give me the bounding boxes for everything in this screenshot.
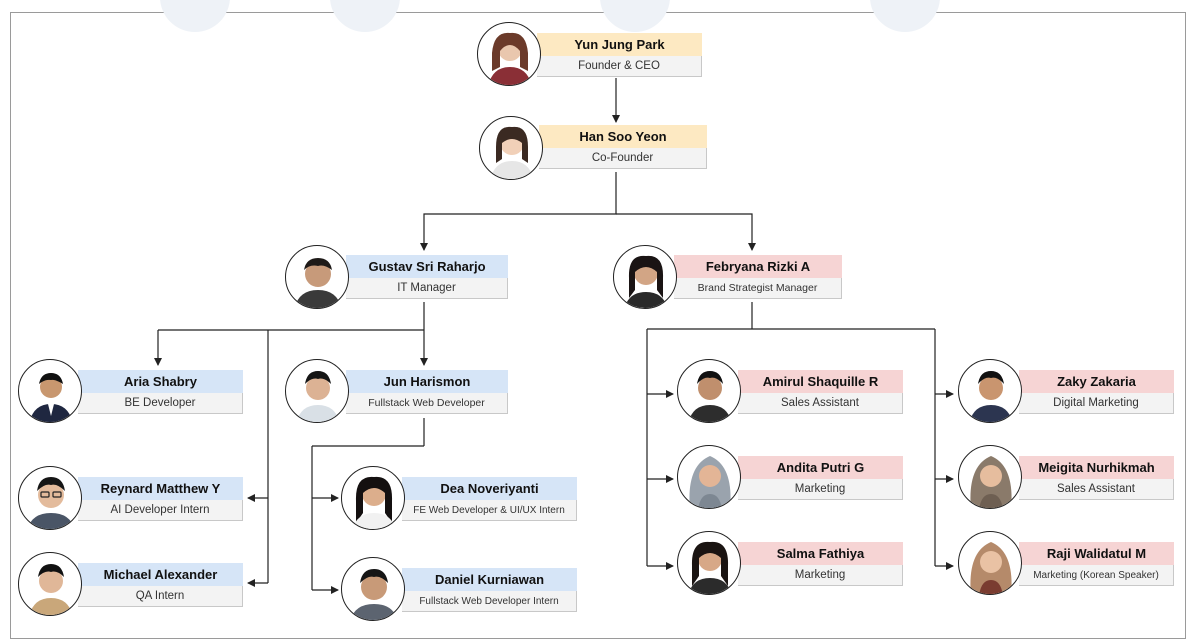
avatar-photo xyxy=(477,22,541,86)
avatar-photo xyxy=(285,245,349,309)
node-name: Dea Noveriyanti xyxy=(402,477,577,500)
node-name: Reynard Matthew Y xyxy=(78,477,243,500)
avatar-photo xyxy=(18,552,82,616)
avatar-photo xyxy=(613,245,677,309)
avatar-photo xyxy=(958,359,1022,423)
node-role: Brand Strategist Manager xyxy=(674,278,842,299)
node-role: BE Developer xyxy=(78,393,243,414)
node-name: Salma Fathiya xyxy=(738,542,903,565)
node-name: Zaky Zakaria xyxy=(1019,370,1174,393)
node-role: Marketing xyxy=(738,479,903,500)
node-name: Yun Jung Park xyxy=(537,33,702,56)
node-role: Marketing xyxy=(738,565,903,586)
avatar-photo xyxy=(677,445,741,509)
node-role: Marketing (Korean Speaker) xyxy=(1019,565,1174,586)
avatar-photo xyxy=(18,466,82,530)
node-name: Daniel Kurniawan xyxy=(402,568,577,591)
avatar-photo xyxy=(958,531,1022,595)
node-name: Gustav Sri Raharjo xyxy=(346,255,508,278)
node-role: QA Intern xyxy=(78,586,243,607)
node-role: Fullstack Web Developer Intern xyxy=(402,591,577,612)
node-name: Michael Alexander xyxy=(78,563,243,586)
node-name: Jun Harismon xyxy=(346,370,508,393)
node-name: Aria Shabry xyxy=(78,370,243,393)
avatar-photo xyxy=(958,445,1022,509)
node-role: Sales Assistant xyxy=(1019,479,1174,500)
node-role: IT Manager xyxy=(346,278,508,299)
node-role: Digital Marketing xyxy=(1019,393,1174,414)
node-name: Raji Walidatul M xyxy=(1019,542,1174,565)
avatar-photo xyxy=(341,557,405,621)
node-name: Amirul Shaquille R xyxy=(738,370,903,393)
node-role: Sales Assistant xyxy=(738,393,903,414)
node-role: Co-Founder xyxy=(539,148,707,169)
node-name: Febryana Rizki A xyxy=(674,255,842,278)
avatar-photo xyxy=(18,359,82,423)
node-name: Meigita Nurhikmah xyxy=(1019,456,1174,479)
node-name: Andita Putri G xyxy=(738,456,903,479)
node-role: FE Web Developer & UI/UX Intern xyxy=(402,500,577,521)
avatar-photo xyxy=(677,359,741,423)
node-role: Founder & CEO xyxy=(537,56,702,77)
node-role: Fullstack Web Developer xyxy=(346,393,508,414)
avatar-photo xyxy=(479,116,543,180)
avatar-photo xyxy=(677,531,741,595)
node-name: Han Soo Yeon xyxy=(539,125,707,148)
avatar-photo xyxy=(285,359,349,423)
avatar-photo xyxy=(341,466,405,530)
node-role: AI Developer Intern xyxy=(78,500,243,521)
